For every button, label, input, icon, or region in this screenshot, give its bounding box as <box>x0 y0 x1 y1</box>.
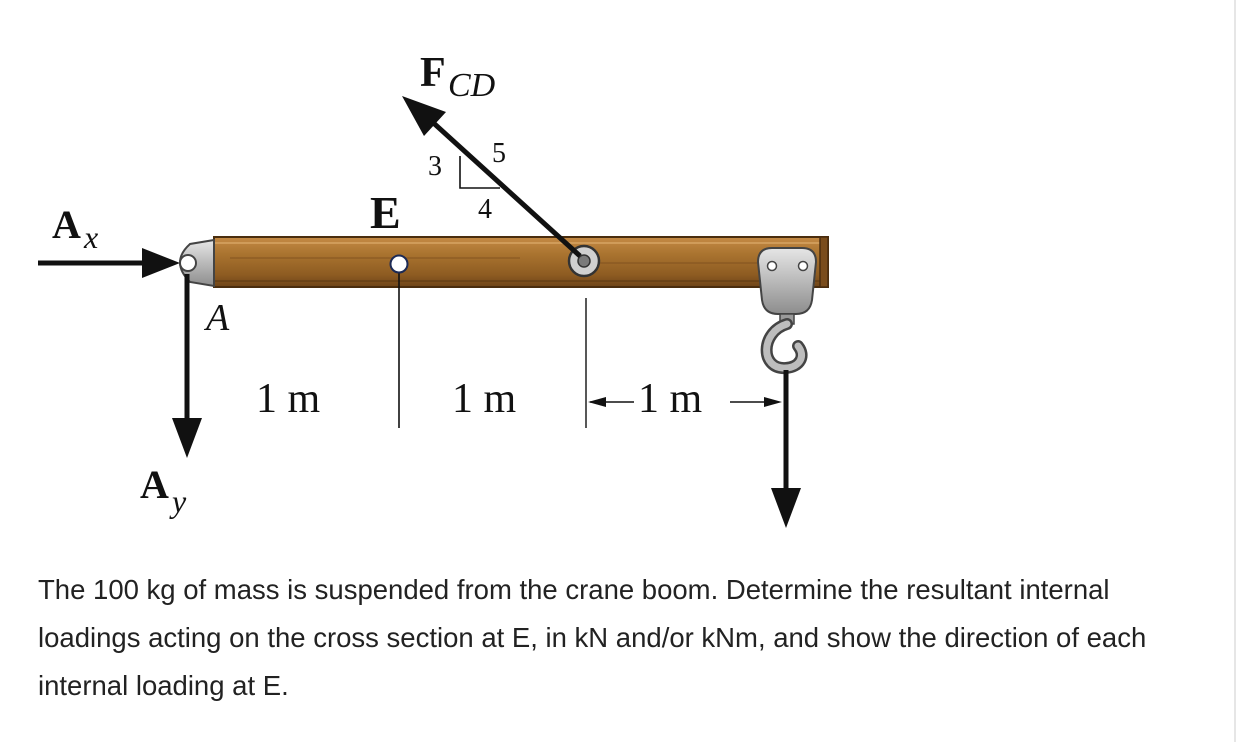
label-point-e: E <box>370 187 401 238</box>
label-slope-3: 3 <box>428 151 442 182</box>
label-reaction-ax-sub: x <box>83 219 98 255</box>
label-reaction-ay-sub: y <box>169 483 187 519</box>
reaction-ay-arrow <box>172 274 202 458</box>
label-support-a: A <box>203 297 230 339</box>
label-slope-5: 5 <box>492 138 506 169</box>
label-dim-3: 1 m <box>638 376 703 422</box>
problem-statement: The 100 kg of mass is suspended from the… <box>38 574 1147 701</box>
load-arrow <box>771 370 801 528</box>
crane-boom <box>213 236 829 288</box>
slope-triangle <box>459 156 500 189</box>
trolley-hook <box>756 247 818 374</box>
dimension-arrows <box>588 397 782 407</box>
label-reaction-ax: A <box>52 202 81 247</box>
label-slope-4: 4 <box>478 194 492 225</box>
label-dim-1: 1 m <box>256 376 321 422</box>
force-fcd-arrow <box>402 96 582 258</box>
label-dim-2: 1 m <box>452 376 517 422</box>
label-force-f: F <box>420 50 446 96</box>
label-reaction-ay: A <box>140 462 169 507</box>
crane-boom-diagram: F CD 5 3 4 E A x A y A 1 m 1 m 1 m <box>38 50 829 528</box>
section-marker-e <box>389 254 409 428</box>
label-force-sub: CD <box>448 67 496 104</box>
reaction-ax-arrow <box>38 248 180 278</box>
